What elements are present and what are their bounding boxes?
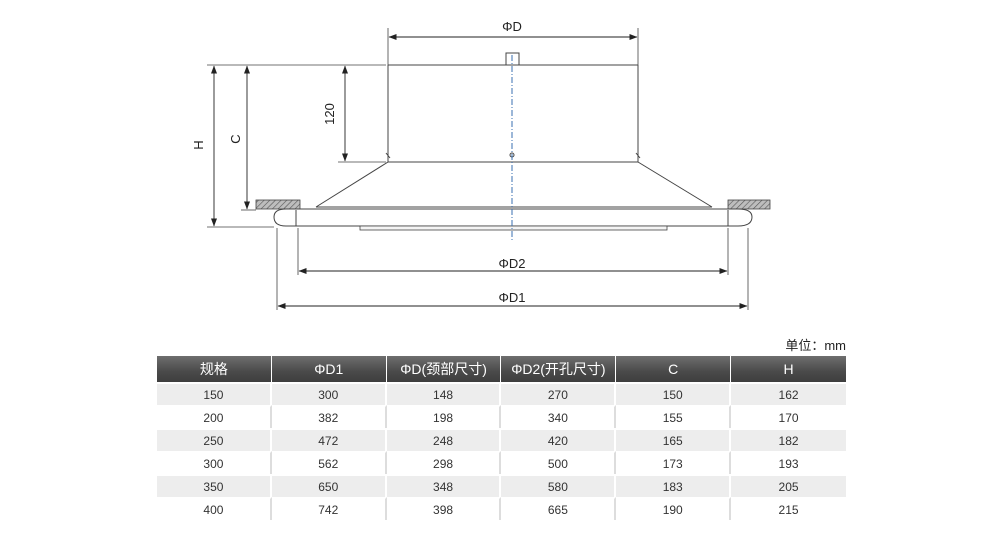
table-cell: 398 bbox=[386, 497, 502, 520]
dimension-lines bbox=[211, 34, 748, 309]
table-cell: 420 bbox=[501, 428, 617, 451]
table-cell: 270 bbox=[501, 382, 617, 405]
table-cell: 300 bbox=[271, 382, 387, 405]
header-cell: ΦD1 bbox=[271, 356, 387, 382]
label-d2: ΦD2 bbox=[499, 256, 526, 271]
header-cell: 规格 bbox=[157, 356, 272, 382]
label-c: C bbox=[228, 134, 243, 143]
table-cell: 300 bbox=[157, 451, 272, 474]
cone bbox=[315, 161, 713, 208]
table-cell: 665 bbox=[501, 497, 617, 520]
table-cell: 472 bbox=[271, 428, 387, 451]
header-cell: ΦD(颈部尺寸) bbox=[386, 356, 502, 382]
inner-plate bbox=[359, 225, 668, 231]
table-cell: 190 bbox=[616, 497, 732, 520]
neck bbox=[387, 64, 639, 163]
table-cell: 580 bbox=[501, 474, 617, 497]
diffuser-drawing: ΦD ΦD2 ΦD1 H C 120 bbox=[191, 19, 771, 310]
table-cell: 500 bbox=[501, 451, 617, 474]
table-cell: 155 bbox=[616, 405, 732, 428]
table-cell: 198 bbox=[386, 405, 502, 428]
table-cell: 193 bbox=[731, 451, 846, 474]
ceiling-slab-right bbox=[727, 199, 771, 210]
table-cell: 400 bbox=[157, 497, 272, 520]
header-cell: C bbox=[616, 356, 732, 382]
table-cell: 150 bbox=[616, 382, 732, 405]
table-cell: 183 bbox=[616, 474, 732, 497]
table-cell: 170 bbox=[731, 405, 846, 428]
table-cell: 215 bbox=[731, 497, 846, 520]
label-d1: ΦD1 bbox=[499, 290, 526, 305]
table-cell: 742 bbox=[271, 497, 387, 520]
table-cell: 150 bbox=[157, 382, 272, 405]
header-cell: H bbox=[731, 356, 846, 382]
face-plate bbox=[273, 208, 753, 227]
label-neck-120: 120 bbox=[322, 103, 337, 125]
label-h: H bbox=[191, 140, 206, 149]
table-cell: 382 bbox=[271, 405, 387, 428]
unit-label: 单位：mm bbox=[785, 338, 846, 353]
table-cell: 165 bbox=[616, 428, 732, 451]
extension-lines bbox=[207, 28, 749, 310]
table-cell: 200 bbox=[157, 405, 272, 428]
table-cell: 205 bbox=[731, 474, 846, 497]
table-cell: 162 bbox=[731, 382, 846, 405]
table-cell: 148 bbox=[386, 382, 502, 405]
table-cell: 250 bbox=[157, 428, 272, 451]
header-cell: ΦD2(开孔尺寸) bbox=[501, 356, 617, 382]
label-d: ΦD bbox=[502, 19, 522, 34]
table-cell: 650 bbox=[271, 474, 387, 497]
table-cell: 182 bbox=[731, 428, 846, 451]
table-cell: 340 bbox=[501, 405, 617, 428]
table-cell: 173 bbox=[616, 451, 732, 474]
table-cell: 562 bbox=[271, 451, 387, 474]
table-cell: 350 bbox=[157, 474, 272, 497]
table-cell: 348 bbox=[386, 474, 502, 497]
table-cell: 298 bbox=[386, 451, 502, 474]
table-header-row: 规格 ΦD1 ΦD(颈部尺寸) ΦD2(开孔尺寸) C H bbox=[157, 356, 846, 382]
table-cell: 248 bbox=[386, 428, 502, 451]
ceiling-slab-left bbox=[255, 199, 301, 210]
